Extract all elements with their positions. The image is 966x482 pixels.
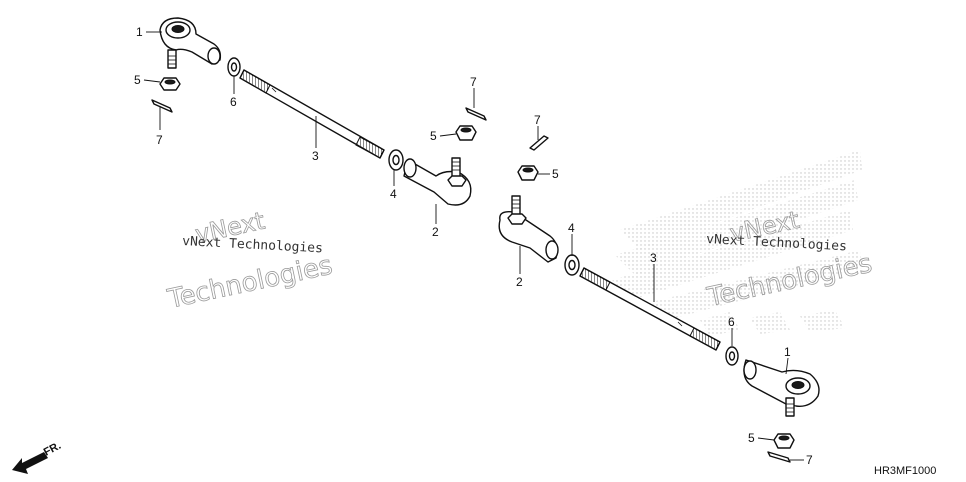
wing-logo-watermark <box>612 150 862 336</box>
watermark-right-small: vNext Technologies <box>706 232 847 254</box>
part-washer-left <box>227 57 241 77</box>
part-cotter-pin-right-top <box>529 135 549 151</box>
callout-right-7b: 7 <box>806 453 813 467</box>
part-tie-rod-end-right-outer <box>743 359 820 417</box>
front-direction-arrow: FR. <box>12 440 63 474</box>
callout-right-4: 4 <box>568 221 575 235</box>
callout-left-7a: 7 <box>156 133 163 147</box>
callout-left-1: 1 <box>136 25 143 39</box>
arrow-icon <box>12 452 48 474</box>
part-tie-rod-right <box>579 267 721 351</box>
callout-left-4: 4 <box>390 187 397 201</box>
callout-right-3: 3 <box>650 251 657 265</box>
front-direction-label: FR. <box>42 440 63 459</box>
callout-left-3: 3 <box>312 149 319 163</box>
part-tie-rod-end-left-inner <box>403 157 472 206</box>
part-nut-right-bottom <box>773 433 795 449</box>
part-jam-nut-right <box>564 254 580 276</box>
callout-right-5a: 5 <box>552 167 559 181</box>
callout-right-1: 1 <box>784 345 791 359</box>
part-cotter-pin-right-bottom <box>767 451 791 463</box>
part-washer-right <box>725 346 739 366</box>
callout-left-5a: 5 <box>134 73 141 87</box>
part-cotter-pin-left-top <box>151 99 173 113</box>
callout-left-6: 6 <box>230 95 237 109</box>
leader-lines <box>143 31 804 461</box>
callouts: 1 5 7 6 3 7 5 4 2 7 5 4 2 3 6 1 5 7 <box>134 25 813 467</box>
callout-right-2: 2 <box>516 275 523 289</box>
callout-right-7a: 7 <box>534 113 541 127</box>
callout-left-7b: 7 <box>470 75 477 89</box>
part-tie-rod-left <box>239 69 385 159</box>
callout-left-2: 2 <box>432 225 439 239</box>
watermark-left-small: vNext Technologies <box>182 234 323 256</box>
callout-left-5b: 5 <box>430 129 437 143</box>
part-nut-left-center <box>455 125 477 141</box>
callout-right-5b: 5 <box>748 431 755 445</box>
part-tie-rod-end-left-outer <box>159 17 222 69</box>
part-cotter-pin-left-center <box>465 107 487 121</box>
part-nut-left-top <box>159 77 181 91</box>
watermark-left-line2: Technologies <box>165 251 336 315</box>
diagram-code: HR3MF1000 <box>874 465 936 477</box>
part-nut-right-center <box>517 165 539 181</box>
callout-right-6: 6 <box>728 315 735 329</box>
part-jam-nut-left <box>388 149 404 171</box>
part-tie-rod-end-right-inner <box>498 195 559 263</box>
